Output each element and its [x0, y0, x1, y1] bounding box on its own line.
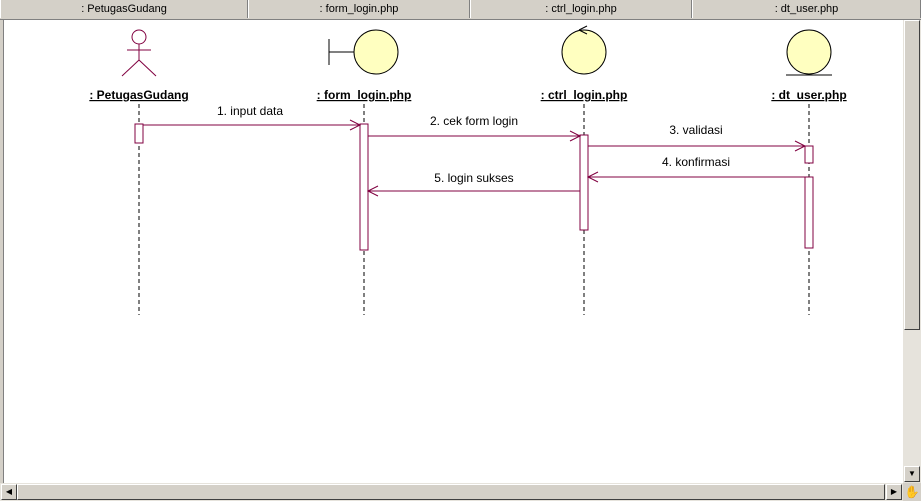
scroll-down-arrow-icon[interactable]: ▼	[904, 466, 920, 482]
tab-form-login[interactable]: : form_login.php	[248, 0, 470, 18]
hand-pan-icon[interactable]: ✋	[903, 483, 921, 501]
activation-petugas[interactable]	[134, 123, 144, 144]
message-label-3: 3. validasi	[669, 123, 722, 137]
sequence-diagram: : PetugasGudang : form_login.php : ctrl_…	[89, 25, 847, 315]
horizontal-scroll-thumb[interactable]	[17, 484, 885, 500]
scroll-left-arrow-icon[interactable]: ◀	[1, 484, 17, 500]
message-arrow-3[interactable]	[588, 140, 807, 152]
tab-ctrl-login[interactable]: : ctrl_login.php	[470, 0, 692, 18]
control-icon[interactable]	[561, 25, 607, 75]
message-label-2: 2. cek form login	[430, 114, 518, 128]
tab-dt-user[interactable]: : dt_user.php	[692, 0, 921, 18]
boundary-icon[interactable]	[328, 29, 399, 75]
actor-icon[interactable]	[121, 29, 157, 77]
object-label-form-login: : form_login.php	[317, 88, 412, 102]
vertical-scroll-thumb[interactable]	[904, 20, 920, 330]
object-tab-bar: : PetugasGudang : form_login.php : ctrl_…	[0, 0, 921, 20]
horizontal-scrollbar[interactable]: ◀ ▶	[0, 483, 903, 501]
message-arrow-4[interactable]	[586, 171, 805, 183]
diagram-canvas[interactable]: : PetugasGudang : form_login.php : ctrl_…	[3, 20, 904, 483]
activation-dt-user-2[interactable]	[804, 176, 814, 249]
activation-form-login[interactable]	[359, 123, 369, 251]
entity-icon[interactable]	[786, 29, 832, 76]
message-arrow-5[interactable]	[366, 185, 580, 197]
scroll-right-arrow-icon[interactable]: ▶	[886, 484, 902, 500]
activation-ctrl-login[interactable]	[579, 134, 589, 231]
tab-petugas-gudang[interactable]: : PetugasGudang	[0, 0, 248, 18]
message-arrow-2[interactable]	[368, 130, 582, 142]
message-label-5: 5. login sukses	[434, 171, 513, 185]
vertical-scrollbar[interactable]: ▼	[903, 20, 921, 483]
object-label-dt-user: : dt_user.php	[771, 88, 846, 102]
message-label-1: 1. input data	[217, 104, 283, 118]
object-label-petugas: : PetugasGudang	[89, 88, 188, 102]
message-label-4: 4. konfirmasi	[662, 155, 730, 169]
activation-dt-user-1[interactable]	[804, 145, 814, 164]
object-label-ctrl-login: : ctrl_login.php	[541, 88, 628, 102]
message-arrow-1[interactable]	[143, 119, 362, 131]
